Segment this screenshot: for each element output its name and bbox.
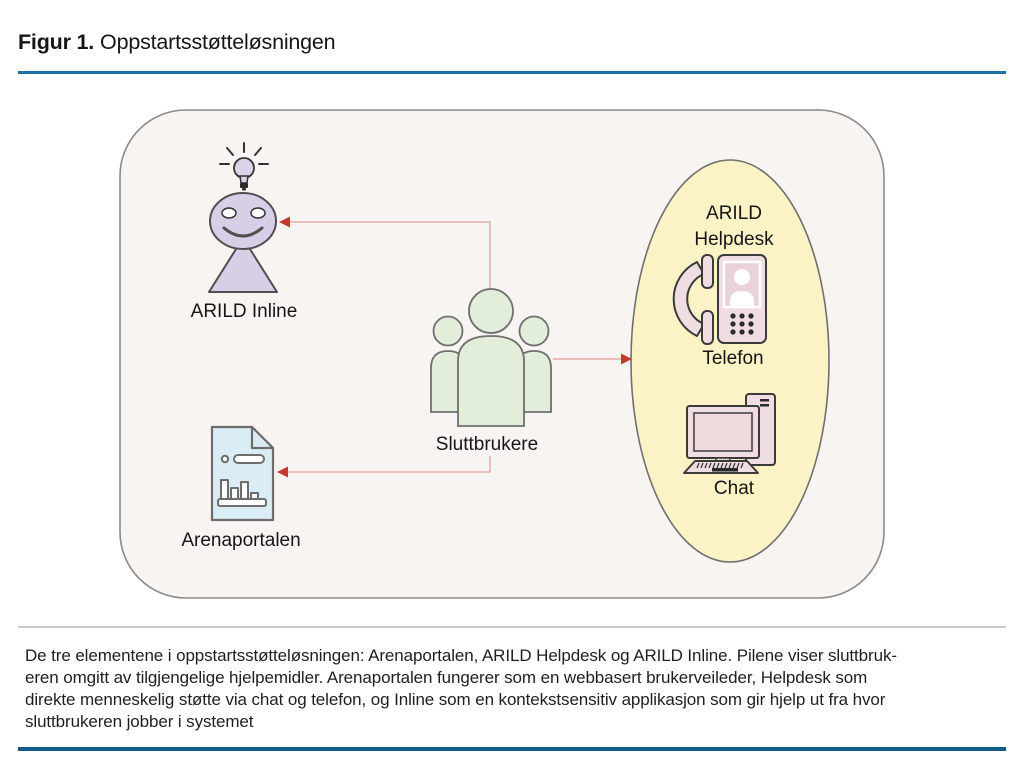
phone-icon [672, 254, 767, 345]
caption-line: sluttbrukeren jobber i systemet [25, 712, 254, 731]
helpdesk-name-line2: Helpdesk [694, 229, 774, 250]
caption-line: direkte menneskelig støtte via chat og t… [25, 690, 886, 709]
arild-inline-label: ARILD Inline [191, 301, 298, 322]
caption-line: De tre elementene i oppstartsstøtteløsni… [25, 646, 897, 665]
arrow-sluttbrukere-to-arenaportalen [277, 456, 491, 478]
figure-name: Oppstartsstøtteløsningen [100, 30, 336, 54]
bottom-divider-rule [18, 747, 1006, 751]
figure-number: Figur 1. [18, 30, 95, 54]
figure-caption: De tre elementene i oppstartsstøtteløsni… [25, 645, 1010, 733]
lightbulb-icon [219, 142, 269, 191]
telefon-label: Telefon [702, 348, 763, 369]
caption-line: eren omgitt av tilgjengelige hjelpemidle… [25, 668, 868, 687]
figure-title: Figur 1.Oppstartsstøtteløsningen [18, 30, 336, 55]
top-divider-rule [18, 71, 1006, 74]
desktop-computer-icon [683, 393, 776, 474]
caption-divider-rule [18, 626, 1006, 628]
chat-label: Chat [714, 478, 755, 499]
helpdesk-name-line1: ARILD [706, 203, 762, 224]
smiley-person-icon [208, 192, 278, 293]
arrow-sluttbrukere-to-inline [279, 216, 491, 290]
sluttbrukere-label: Sluttbrukere [436, 434, 538, 455]
arrow-sluttbrukere-to-helpdesk [553, 353, 632, 365]
arenaportalen-label: Arenaportalen [181, 530, 300, 551]
document-chart-icon [210, 425, 275, 522]
helpdesk-ellipse [630, 159, 830, 563]
users-group-icon [430, 288, 552, 427]
